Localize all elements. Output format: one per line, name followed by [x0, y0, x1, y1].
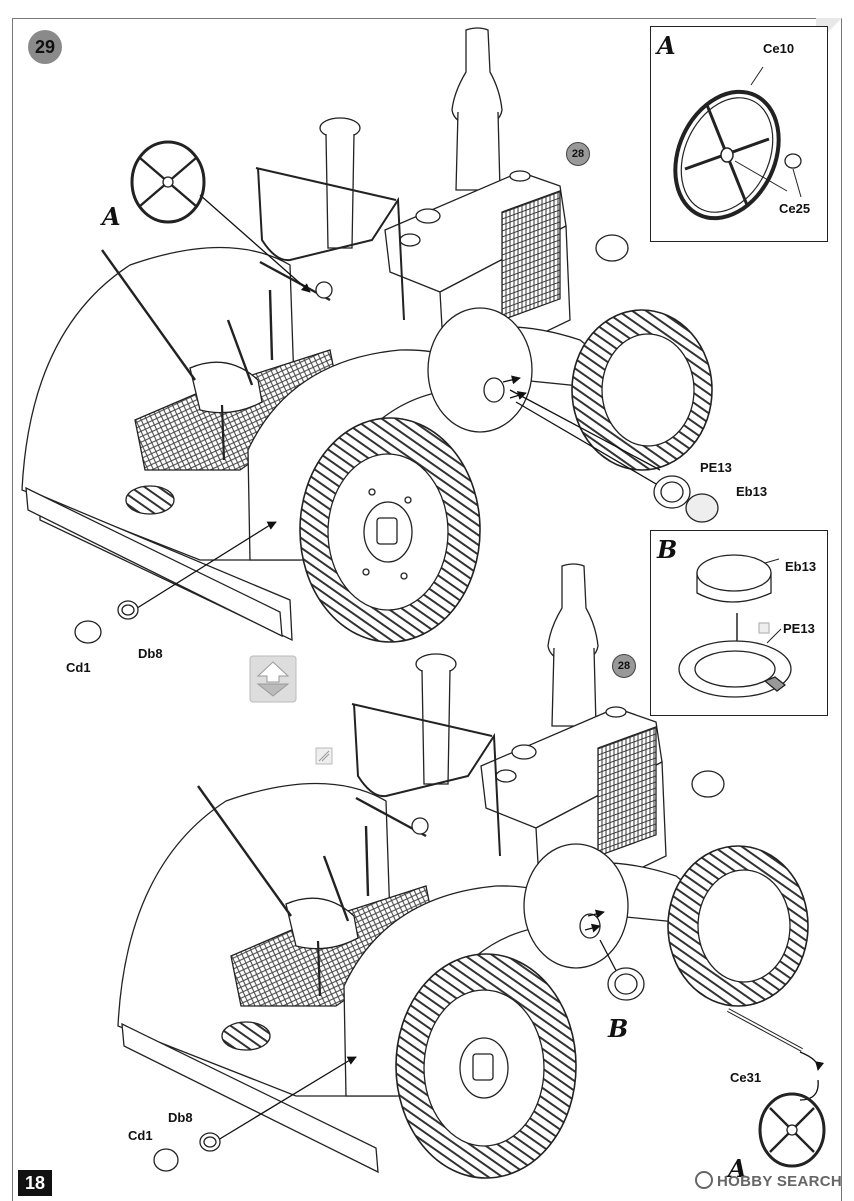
callout-a-lower: A: [728, 1154, 747, 1183]
part-label-db8-upper: Db8: [138, 646, 163, 661]
hobby-search-logo-icon: [694, 1171, 713, 1189]
lower-loose-parts: [153, 967, 826, 1172]
callout-a-upper: A: [102, 202, 121, 231]
inset-a-panel: A Ce10 Ce25: [650, 26, 828, 242]
part-label-ce25: Ce25: [779, 201, 811, 216]
lower-tractor: [117, 563, 809, 1179]
ref-step-badge-lower: 28: [612, 654, 636, 678]
part-label-ce10: Ce10: [763, 41, 795, 56]
paint-marker-icon: [315, 747, 333, 765]
ref-step-badge-upper: 28: [566, 142, 590, 166]
inset-a-drawing: [673, 66, 802, 221]
part-label-pe13: PE13: [700, 460, 732, 475]
part-label-ce31: Ce31: [730, 1070, 762, 1085]
watermark: HOBBY SEARCH: [694, 1171, 842, 1190]
upper-tractor: [21, 27, 713, 643]
step-transition-arrow-icon: [249, 655, 297, 703]
callout-b-lower: B: [608, 1014, 629, 1043]
part-label-eb13-inset: Eb13: [785, 559, 817, 574]
inset-b-panel: B Eb13 PE13: [650, 530, 828, 716]
part-label-cd1-upper: Cd1: [66, 660, 91, 675]
part-label-eb13: Eb13: [736, 484, 768, 499]
steering-wheel-a-upper: [130, 140, 206, 224]
inset-a-letter: A: [657, 31, 676, 60]
part-label-cd1-lower: Cd1: [128, 1128, 153, 1143]
inset-b-drawing: [678, 554, 792, 698]
part-label-db8-lower: Db8: [168, 1110, 193, 1125]
page-number: 18: [18, 1170, 52, 1196]
step-number-badge: 29: [28, 30, 62, 64]
upper-leaders: [133, 194, 681, 611]
steering-wheel-a-lower: [758, 1092, 826, 1168]
part-label-pe13-inset: PE13: [783, 621, 815, 636]
watermark-text: HOBBY SEARCH: [716, 1173, 842, 1190]
upper-loose-parts: [74, 140, 719, 644]
inset-b-letter: B: [657, 535, 678, 564]
